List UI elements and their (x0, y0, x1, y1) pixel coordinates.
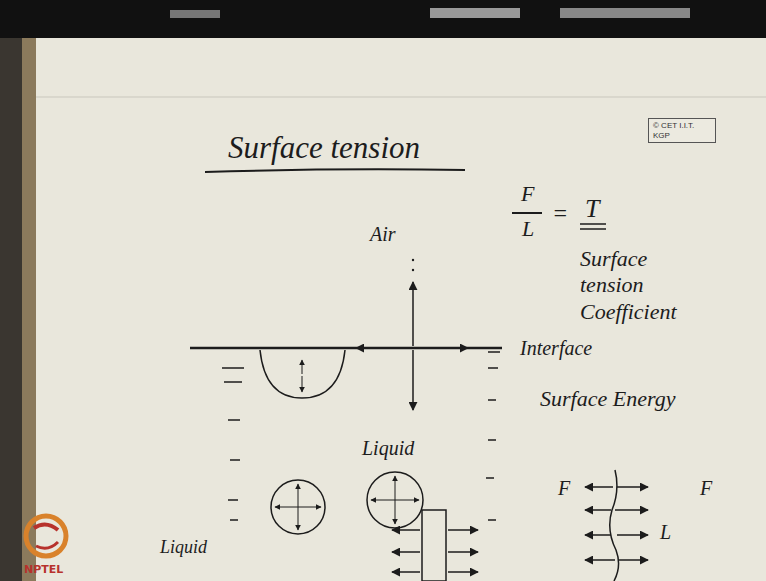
molecule-circle (367, 472, 423, 528)
half-sphere (260, 350, 345, 398)
cut-line (585, 470, 648, 581)
region-label: Liquid (160, 538, 207, 556)
title-underline (205, 169, 465, 172)
molecule-circle (271, 480, 325, 534)
ruled-line (36, 97, 766, 98)
title: Surface tension (228, 132, 420, 163)
board-edge (22, 38, 36, 581)
film-strip (392, 510, 478, 581)
formula-symbol: = (552, 201, 568, 225)
frame-top (0, 0, 766, 38)
logo-text: NPTEL (24, 564, 63, 575)
region-label: Interface (520, 338, 592, 358)
force-arrow (302, 376, 303, 392)
formula-symbol: F (521, 183, 534, 205)
paper (36, 44, 766, 581)
region-label: Liquid (362, 438, 414, 458)
region-label: Air (370, 224, 396, 244)
double-underline (580, 228, 606, 230)
force-label: F (558, 478, 570, 498)
formula-symbol: L (522, 218, 534, 240)
force-arrow (302, 360, 303, 374)
nptel-logo (26, 516, 66, 556)
liquid-dashes (222, 352, 500, 520)
formula-symbol: T (585, 196, 599, 222)
force-arrow (415, 347, 468, 349)
dot (412, 269, 414, 271)
definition-note: Surface tension Coefficient (580, 246, 677, 325)
force-arrow (356, 347, 411, 349)
dot (412, 259, 414, 261)
force-arrow (412, 282, 414, 346)
frame-mark (560, 8, 690, 18)
frame-left (0, 38, 22, 581)
stamp-box: © CET I.I.T. KGP (648, 118, 716, 143)
force-arrow (412, 350, 414, 410)
double-underline (580, 223, 606, 225)
interface-line (190, 347, 502, 350)
frame-mark (430, 8, 520, 18)
frame-mark (170, 10, 220, 18)
force-label: F (700, 478, 712, 498)
length-label: L (660, 522, 671, 542)
fraction-bar (512, 212, 542, 214)
definition-note: Surface Energy (540, 388, 675, 410)
stamp-text: © CET I.I.T. KGP (653, 121, 711, 140)
